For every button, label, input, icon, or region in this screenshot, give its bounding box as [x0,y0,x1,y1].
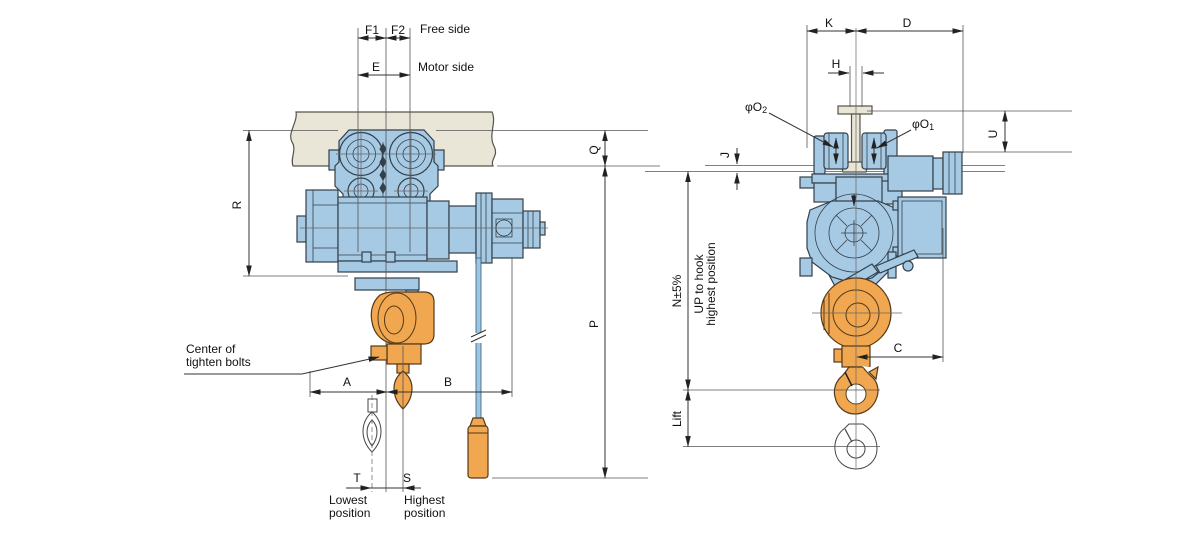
dim-k-d [806,25,964,153]
leader-center-of-tighten-bolts [184,356,380,375]
dim-q-p [492,130,648,479]
dim-label-d: D [903,16,912,30]
note-center-of-1: Center of [186,342,236,356]
dim-label-a: A [343,375,351,389]
control-box [892,196,947,259]
note-up-to-hook-2: highest position [704,242,718,325]
label-highest-1: Highest [404,493,445,507]
note-up-to-hook-1: UP to hook [692,253,706,313]
dim-label-lift: Lift [670,410,684,427]
dim-label-u: U [986,130,1000,139]
rope-drum-housing [337,196,428,262]
side-motor [887,151,963,195]
dim-label-j: J [718,152,732,158]
dim-label-c: C [894,341,903,355]
dim-h [828,66,884,107]
dim-label-f1: F1 [365,23,379,37]
side-wheel-right [861,132,887,170]
side-view: K D H J φO2 φO1 U [645,16,1072,470]
dim-label-phi-o2: φO2 [745,100,767,115]
leader-phi-o2 [768,112,834,148]
center-chain [379,142,387,208]
dim-label-n: N±5% [670,274,684,307]
label-free-side: Free side [420,22,470,36]
label-highest-2: position [404,506,445,520]
front-view: F1 F2 E Free side Motor side R Q P A B [184,22,660,520]
note-center-of-2: tighten bolts [186,355,251,369]
dim-label-k: K [825,16,833,30]
dim-label-b: B [444,375,452,389]
side-wheel-left [823,132,849,170]
label-motor-side: Motor side [418,60,474,74]
dim-label-q: Q [587,145,601,154]
gear-end-cap [296,189,339,263]
dim-label-e: E [372,60,380,74]
leader-phi-o1 [876,129,912,149]
dim-label-h: H [832,57,841,71]
dim-a-b [309,371,513,397]
dim-label-phi-o1: φO1 [912,117,934,132]
dim-label-s: S [403,471,411,485]
side-suspension [799,129,903,205]
pendant-controller [467,417,489,479]
label-lowest-1: Lowest [329,493,368,507]
hook-block [370,291,435,410]
dim-u [867,110,1072,153]
label-lowest-2: position [329,506,370,520]
dim-f1-f2-e [357,35,411,78]
dim-label-p: P [587,320,601,328]
pendant-cable [470,257,487,421]
dim-label-r: R [230,200,244,209]
dim-label-f2: F2 [391,23,405,37]
dim-label-t: T [353,471,361,485]
dim-c [856,228,944,362]
